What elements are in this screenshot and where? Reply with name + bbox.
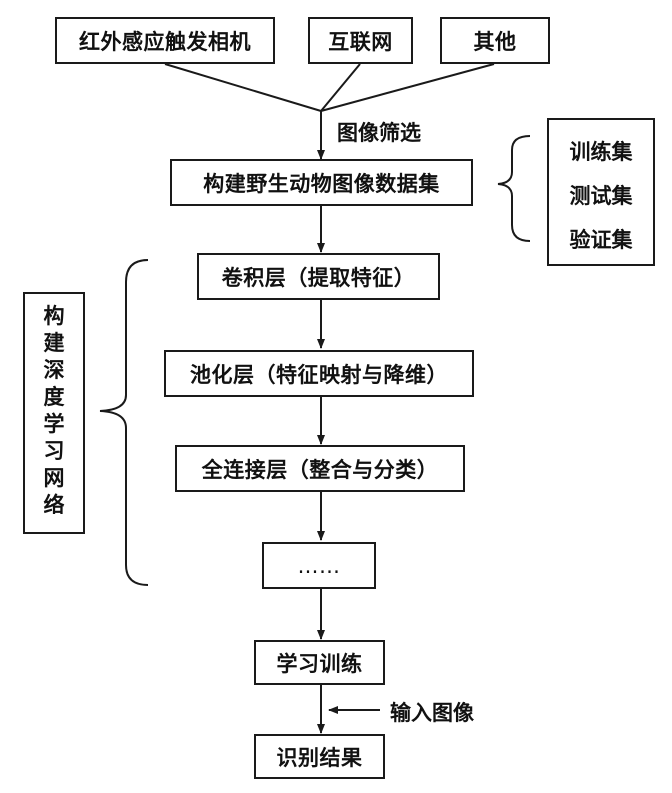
dataset-splits-brace	[497, 135, 531, 242]
fc-layer-box: 全连接层（整合与分类）	[175, 445, 465, 492]
network-label-char: 构	[43, 304, 65, 328]
network-brace	[99, 259, 149, 586]
result-box: 识别结果	[254, 734, 385, 779]
network-label-char: 网	[43, 466, 65, 490]
network-label-char: 习	[43, 439, 65, 463]
more-layers-box: ……	[262, 542, 376, 589]
dataset-box: 构建野生动物图像数据集	[170, 159, 473, 206]
network-label-char: 络	[43, 493, 65, 517]
split-validation: 验证集	[569, 228, 633, 252]
source-3-connector	[320, 63, 495, 112]
network-label-char: 建	[43, 331, 65, 355]
input-image-label: 输入图像	[390, 701, 474, 725]
network-label-char: 度	[43, 385, 65, 409]
filter-label: 图像筛选	[337, 121, 421, 145]
network-label-box: 构 建 深 度 学 习 网 络	[23, 292, 85, 534]
source-2-connector	[320, 63, 361, 112]
pool-layer-box: 池化层（特征映射与降维）	[164, 350, 474, 397]
network-label-char: 深	[43, 358, 65, 382]
source-1-connector	[164, 63, 322, 112]
network-label-char: 学	[43, 412, 65, 436]
training-box: 学习训练	[254, 640, 385, 685]
conv-layer-box: 卷积层（提取特征）	[197, 253, 440, 300]
dataset-splits-box: 训练集 测试集 验证集	[547, 118, 655, 266]
source-other-box: 其他	[440, 17, 550, 64]
source-camera-box: 红外感应触发相机	[55, 17, 275, 64]
split-test: 测试集	[569, 184, 633, 208]
source-internet-box: 互联网	[308, 17, 413, 64]
split-train: 训练集	[569, 140, 633, 164]
